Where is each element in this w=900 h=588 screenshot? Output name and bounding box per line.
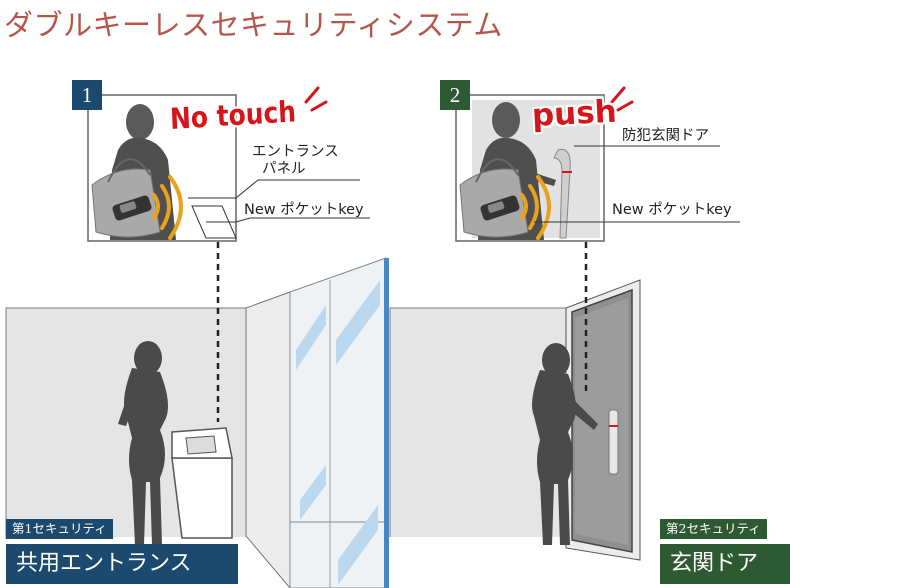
callout-panel: パネル bbox=[262, 161, 306, 177]
panel-1-figure bbox=[91, 104, 176, 240]
zone-2-label: 玄関ドア bbox=[660, 544, 790, 584]
callout-pocket-key-1: New ポケットkey bbox=[244, 202, 364, 218]
zone-1-tag: 第1セキュリティ bbox=[6, 519, 113, 539]
panel-1-number: 1 bbox=[72, 80, 102, 110]
panel-2-figure bbox=[459, 102, 556, 240]
callout-entrance: エントランス bbox=[252, 144, 339, 160]
callout-pocket-key-2: New ポケットkey bbox=[612, 202, 732, 218]
side-panel bbox=[245, 291, 291, 588]
callout-front-door: 防犯玄関ドア bbox=[622, 128, 709, 144]
page-title: ダブルキーレスセキュリティシステム bbox=[4, 8, 503, 42]
accent-marks-1 bbox=[304, 86, 328, 112]
panel-2-number: 2 bbox=[440, 80, 470, 110]
push-text: push bbox=[531, 93, 618, 134]
accent-marks-2 bbox=[610, 86, 634, 112]
signal-icon-1 bbox=[152, 175, 183, 240]
zone-1-label: 共用エントランス bbox=[6, 544, 238, 584]
person-silhouette-2 bbox=[532, 343, 598, 545]
person-silhouette-1 bbox=[118, 341, 168, 545]
entrance-panel-stand bbox=[171, 457, 233, 539]
zone-2-tag: 第2セキュリティ bbox=[660, 519, 767, 539]
door-handle bbox=[608, 409, 619, 475]
signal-icon-2 bbox=[520, 175, 551, 240]
